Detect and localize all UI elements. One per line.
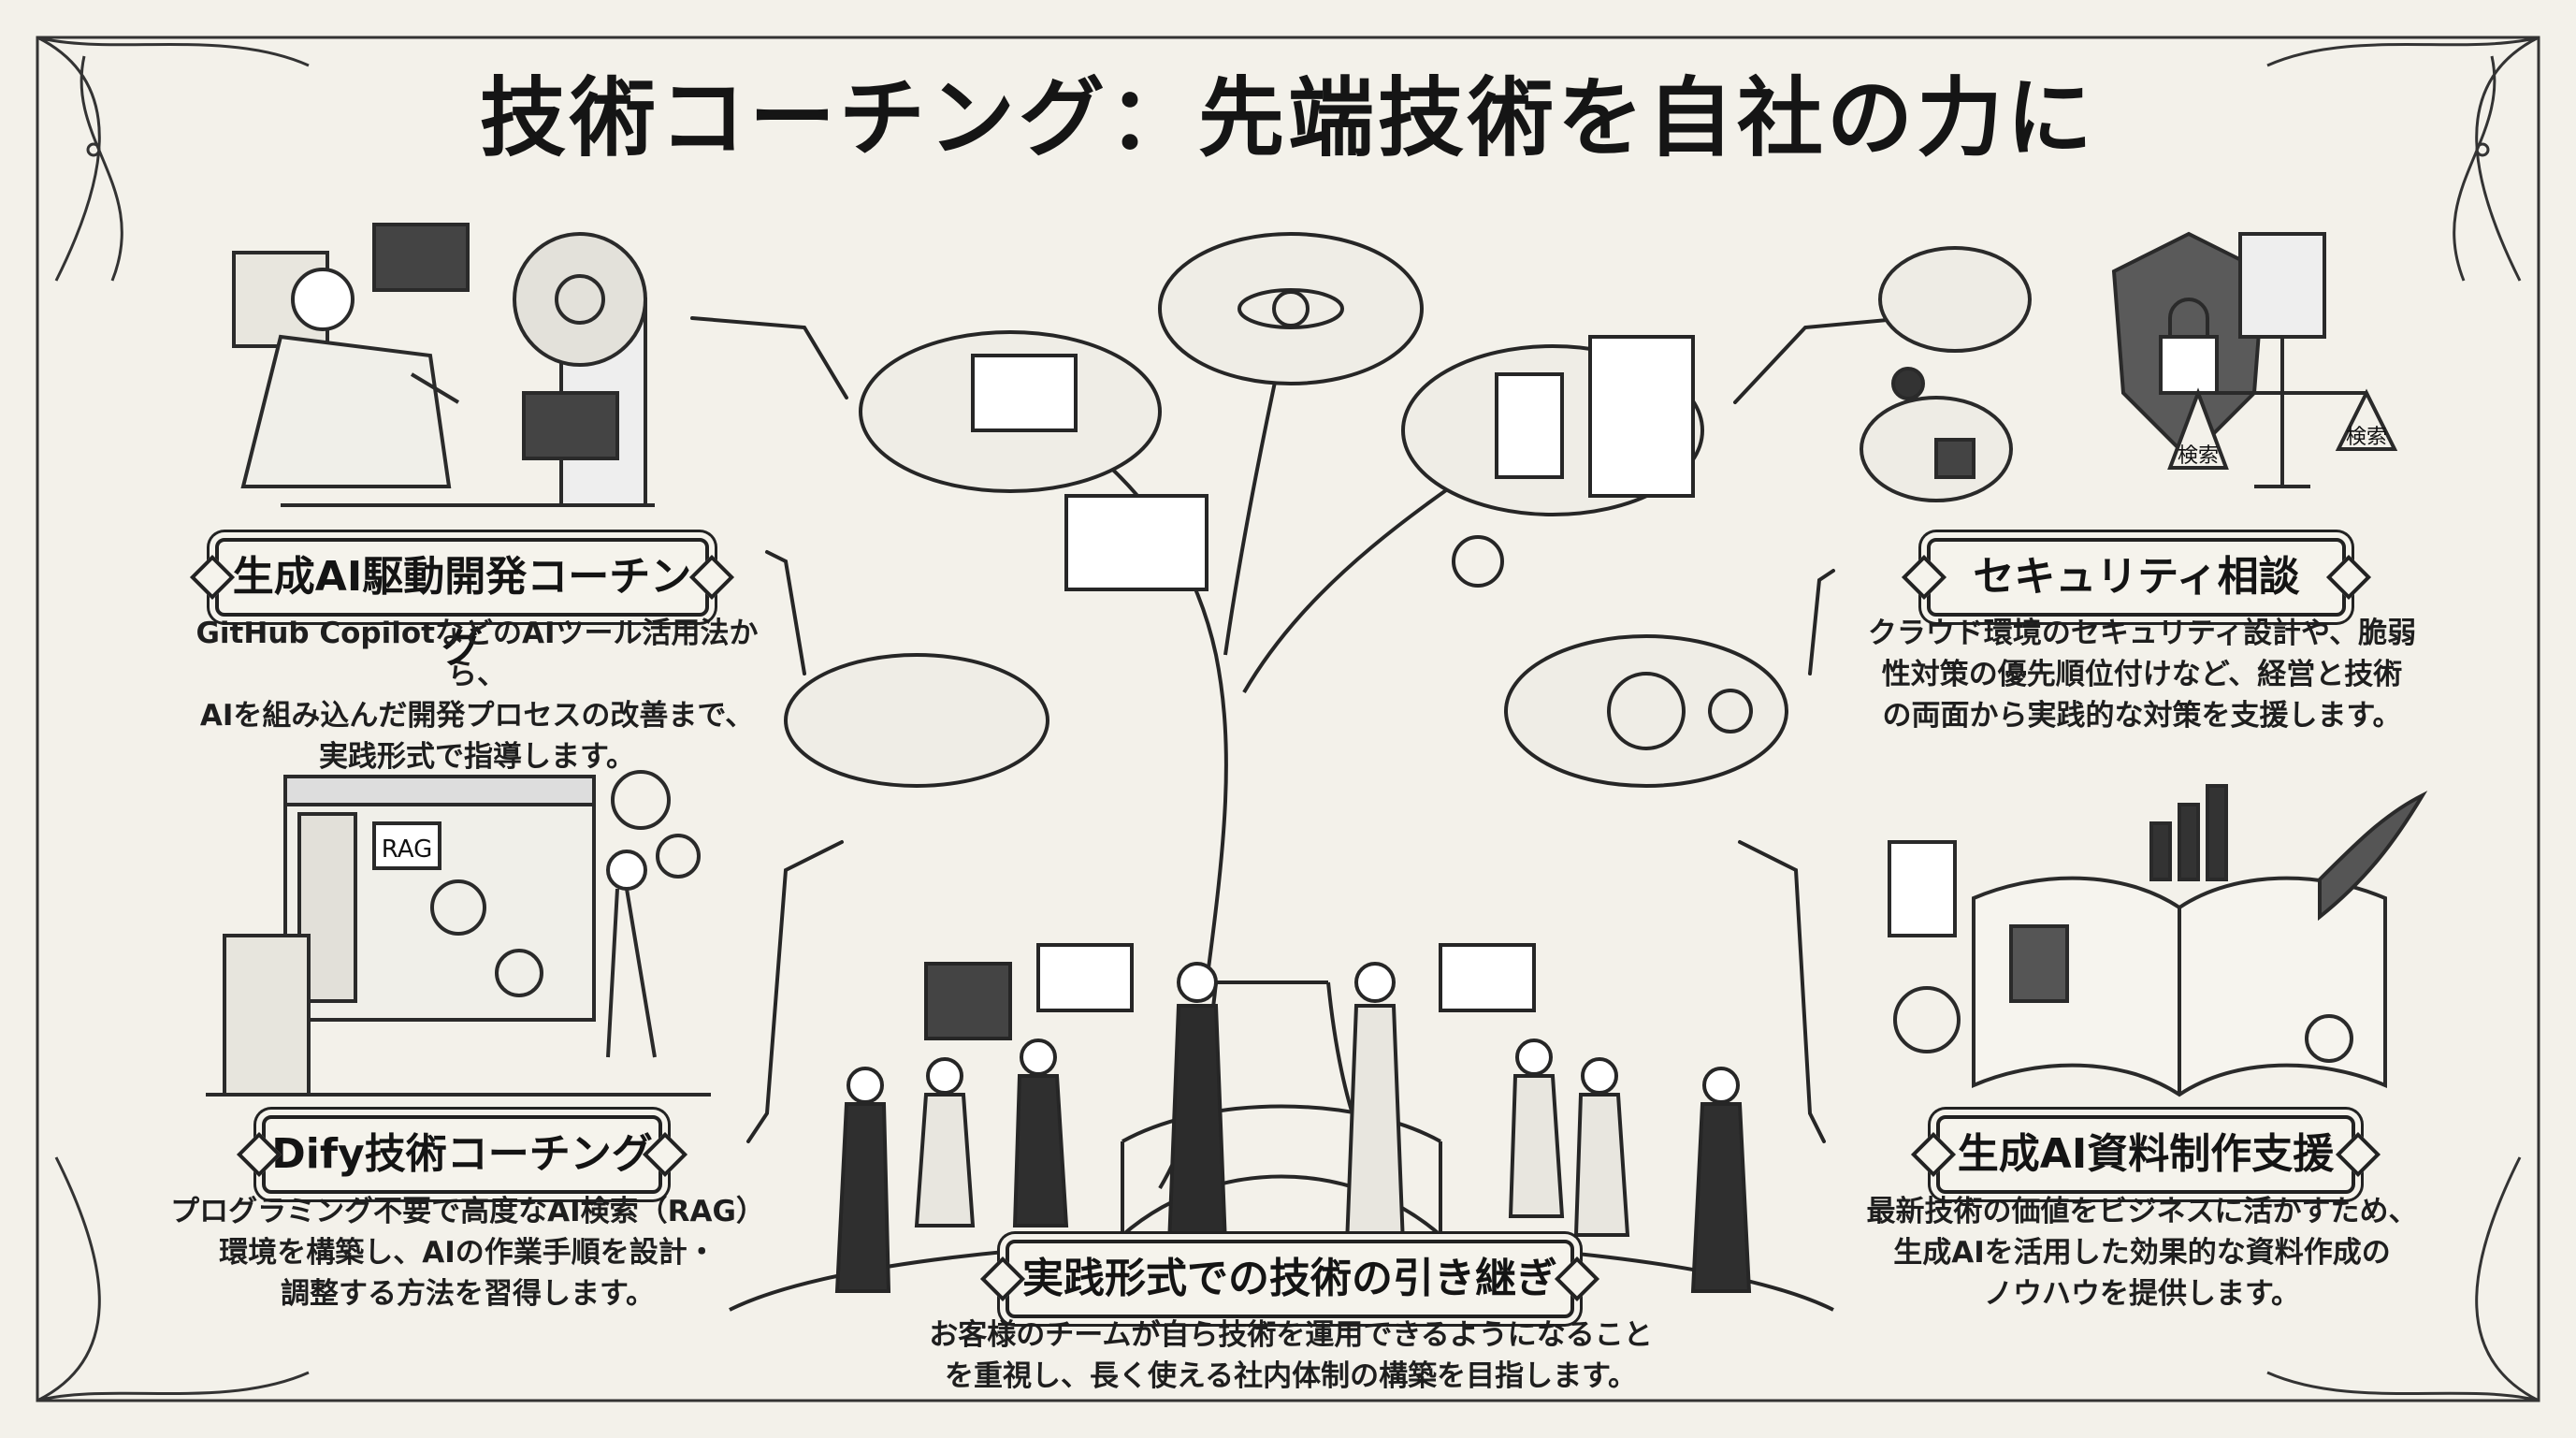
genai-dev-illustration: [232, 223, 655, 507]
transfer-banner: 実践形式での技術の引き継ぎ: [1006, 1240, 1574, 1318]
security-banner: セキュリティ相談: [1927, 538, 2346, 617]
scale-label-right: 検索: [2346, 426, 2387, 449]
rag-tag: RAG: [382, 835, 433, 864]
docs-banner: 生成AI資料制作支援: [1936, 1115, 2355, 1194]
dify-banner: Dify技術コーチング: [262, 1115, 662, 1194]
security-illustration: 検索 検索: [1860, 231, 2398, 502]
transfer-description: お客様のチームが自ら技術を運用できるようになること を重視し、長く使える社内体制…: [929, 1318, 1653, 1393]
genai-dev-description: GitHub CopilotなどのAIツール活用法から、 AIを組み込んだ開発プ…: [195, 617, 759, 774]
security-description: クラウド環境のセキュリティ設計や、脆弱 性対策の優先順位付けなど、経営と技術 の…: [1867, 617, 2417, 733]
scale-label-left: 検索: [2178, 444, 2219, 468]
dify-illustration: RAG: [206, 770, 711, 1097]
dify-description: プログラミング不要で高度なAI検索（RAG） 環境を構築し、AIの作業手順を設計…: [170, 1195, 765, 1311]
page-title: 技術コーチング：先端技術を自社の力に: [479, 68, 2096, 168]
docs-description: 最新技術の価値をビジネスに活かすため、 生成AIを活用した効果的な資料作成の ノ…: [1866, 1195, 2418, 1311]
genai-dev-banner: 生成AI駆動開発コーチング: [215, 538, 709, 672]
docs-illustration: [1888, 784, 2428, 1097]
tree-illustration: [784, 232, 1788, 1190]
